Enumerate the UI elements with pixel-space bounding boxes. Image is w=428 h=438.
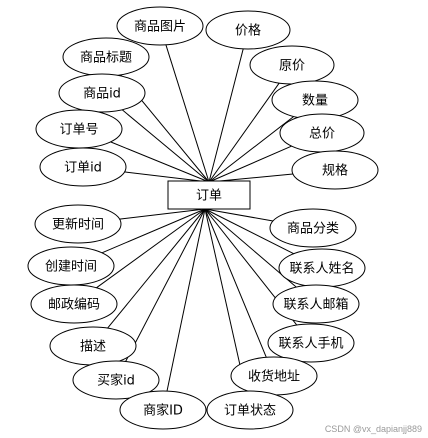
connector-14 (96, 208, 206, 289)
attribute-label: 买家id (97, 373, 135, 389)
connector-5 (208, 116, 295, 183)
connector-20 (166, 208, 206, 392)
connector-4 (121, 109, 210, 183)
attribute-label: 商品标题 (80, 51, 132, 66)
attribute-node: 联系人手机 (267, 323, 355, 363)
attribute-ellipse (205, 10, 291, 50)
edges (96, 44, 298, 392)
attribute-ellipse (206, 390, 294, 430)
connector-3 (208, 82, 280, 183)
attribute-label: 联系人手机 (278, 337, 343, 352)
connector-6 (110, 141, 210, 183)
attribute-label: 商家ID (143, 403, 183, 419)
attribute-ellipse (291, 150, 379, 190)
attribute-ellipse (58, 73, 146, 113)
entity-box (167, 180, 251, 210)
entity-node: 订单 (167, 180, 251, 210)
attribute-ellipse (116, 6, 204, 46)
attribute-ellipse (39, 147, 127, 187)
attribute-ellipse (72, 360, 160, 400)
attribute-node: 创建时间 (27, 246, 115, 286)
attribute-label: 商品分类 (287, 222, 339, 237)
attribute-label: 联系人姓名 (289, 261, 354, 277)
attribute-ellipse (272, 284, 360, 324)
attribute-node: 商家ID (119, 390, 207, 430)
connector-7 (208, 145, 292, 183)
connector-13 (204, 208, 294, 255)
attribute-ellipse (30, 284, 118, 324)
attribute-node: 邮政编码 (30, 284, 118, 324)
attribute-node: 价格 (205, 10, 291, 50)
attribute-label: 订单状态 (224, 404, 276, 419)
attribute-node: 商品id (58, 73, 146, 113)
connector-19 (204, 208, 267, 358)
attribute-node: 联系人邮箱 (272, 284, 360, 324)
attribute-label: 订单id (64, 161, 102, 176)
attribute-node: 收货地址 (230, 356, 318, 396)
attribute-label: 数量 (302, 94, 328, 109)
attribute-label: 商品图片 (134, 20, 186, 35)
attribute-label: 邮政编码 (48, 298, 100, 313)
attribute-node: 商品标题 (62, 37, 150, 77)
attribute-label: 规格 (322, 163, 348, 179)
attribute-node: 描述 (49, 326, 137, 366)
attribute-ellipse (119, 390, 207, 430)
connector-18 (125, 208, 206, 362)
attribute-label: 订单号 (59, 123, 98, 138)
attribute-node: 买家id (72, 360, 160, 400)
attribute-node: 联系人姓名 (278, 248, 366, 288)
attribute-node: 商品图片 (116, 6, 204, 46)
attribute-node: 订单号 (35, 109, 123, 149)
attribute-label: 商品id (83, 87, 121, 102)
attribute-node: 订单状态 (206, 390, 294, 430)
connector-16 (107, 208, 206, 329)
connector-21 (204, 208, 247, 392)
attribute-ellipse (269, 208, 357, 248)
connector-1 (208, 48, 244, 183)
attribute-label: 更新时间 (52, 217, 104, 233)
attribute-label: 收货地址 (248, 369, 300, 385)
attribute-ellipse (34, 204, 122, 244)
attribute-label: 总价 (309, 127, 335, 142)
connector-10 (119, 208, 206, 220)
attribute-node: 更新时间 (34, 204, 122, 244)
entity-label: 订单 (196, 189, 222, 204)
attribute-label: 价格 (235, 23, 261, 39)
connector-11 (204, 208, 274, 222)
connector-8 (124, 171, 210, 183)
attribute-node: 订单id (39, 147, 127, 187)
attribute-node: 规格 (291, 150, 379, 190)
attribute-node: 数量 (271, 80, 359, 120)
attribute-label: 原价 (279, 59, 305, 74)
connector-0 (165, 44, 210, 183)
attribute-label: 描述 (80, 340, 106, 355)
connector-12 (101, 208, 206, 254)
attribute-label: 联系人邮箱 (283, 297, 348, 313)
attribute-node: 商品分类 (269, 208, 357, 248)
attribute-node: 总价 (279, 113, 365, 153)
attribute-node: 原价 (249, 45, 335, 85)
attribute-ellipse (267, 323, 355, 363)
watermark: CSDN @vx_dapianjj889 (324, 424, 422, 434)
attribute-label: 创建时间 (45, 260, 97, 275)
